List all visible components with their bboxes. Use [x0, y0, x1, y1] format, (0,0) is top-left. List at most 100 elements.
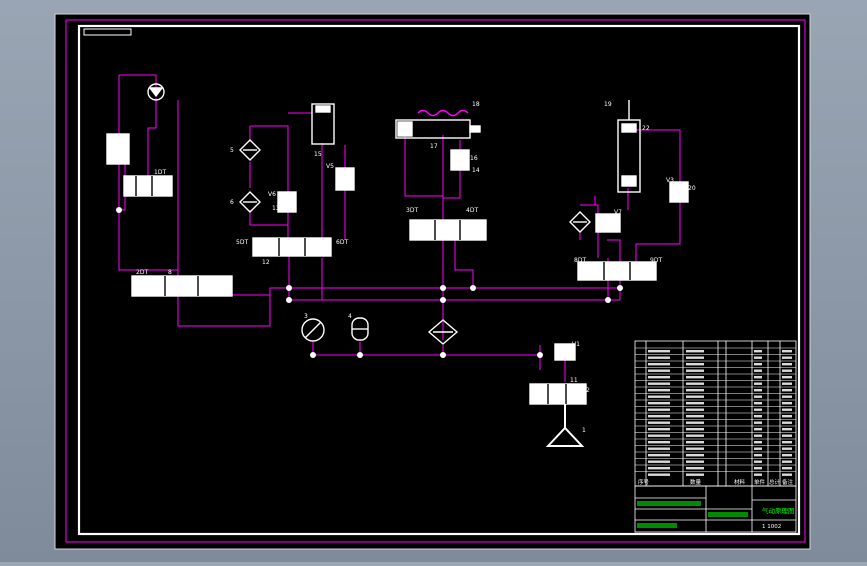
- parts-row-mark: [686, 467, 704, 470]
- valve-v7: [595, 213, 621, 233]
- parts-row-mark: [754, 434, 762, 437]
- label-2dt: 2DT: [136, 269, 148, 276]
- label-1: 1: [582, 427, 586, 434]
- parts-row-mark: [782, 421, 792, 424]
- parts-row-mark: [782, 408, 792, 411]
- label-6: 6: [230, 199, 234, 206]
- parts-row-mark: [686, 454, 704, 457]
- parts-row-mark: [648, 467, 670, 470]
- parts-row-mark: [648, 454, 670, 457]
- label-v5: V5: [326, 163, 334, 170]
- parts-row-mark: [782, 447, 792, 450]
- pressure-gauge: [301, 318, 325, 342]
- parts-row-mark: [686, 402, 704, 405]
- outer-frame: [65, 19, 806, 543]
- junctions: [116, 207, 623, 358]
- top-left-tag: [83, 28, 132, 36]
- label-v3: V3: [666, 177, 674, 184]
- parts-row-mark: [648, 428, 670, 431]
- label-15: 15: [314, 151, 322, 158]
- label-13: 13: [272, 205, 280, 212]
- label-3dt: 3DT: [406, 207, 418, 214]
- parts-row-mark: [754, 408, 762, 411]
- label-1dt: 1DT: [154, 169, 166, 176]
- label-16: 16: [470, 155, 478, 162]
- component-labels: V5 V6 13 5 6 15 12 5DT 6DT 18 17 16 14 4…: [136, 101, 696, 434]
- parts-row-mark: [754, 356, 762, 359]
- col-qty: 数量: [690, 478, 702, 486]
- valve-13: [277, 191, 297, 213]
- parts-row-mark: [754, 395, 762, 398]
- parts-row-mark: [754, 350, 762, 353]
- parts-row-mark: [648, 415, 670, 418]
- label-8: 8: [168, 269, 172, 276]
- parts-row-mark: [754, 376, 762, 379]
- label-20: 20: [688, 185, 696, 192]
- title-block-text: 序号 数量 材料 单件 总计 备注 气动原理图 1 1002: [637, 478, 795, 530]
- label-v6: V6: [268, 191, 276, 198]
- parts-row-mark: [686, 415, 704, 418]
- parts-row-mark: [686, 350, 704, 353]
- parts-row-mark: [754, 363, 762, 366]
- label-8dt: 8DT: [574, 257, 586, 264]
- parts-row-mark: [754, 454, 762, 457]
- directional-valve-12: [252, 237, 332, 257]
- parts-row-mark: [754, 441, 762, 444]
- parts-row-mark: [648, 376, 670, 379]
- parts-row-mark: [782, 350, 792, 353]
- air-source-1: [545, 404, 585, 447]
- parts-row-mark: [754, 428, 762, 431]
- label-9dt: 9DT: [650, 257, 662, 264]
- col-seq: 序号: [638, 478, 650, 486]
- cylinder-15: [311, 103, 335, 145]
- parts-row-mark: [782, 402, 792, 405]
- parts-row-mark: [782, 460, 792, 463]
- parts-row-mark: [648, 350, 670, 353]
- parts-row-mark: [754, 389, 762, 392]
- parts-row-mark: [648, 441, 670, 444]
- parts-row-mark: [686, 408, 704, 411]
- parts-row-mark: [782, 434, 792, 437]
- parts-row-mark: [782, 441, 792, 444]
- label-22: 22: [642, 125, 650, 132]
- parts-row-mark: [782, 376, 792, 379]
- parts-row-mark: [648, 473, 670, 476]
- components: [106, 83, 689, 447]
- pump-symbol: [147, 83, 165, 101]
- label-2: 2: [586, 387, 590, 394]
- parts-row-mark: [686, 447, 704, 450]
- label-11: 11: [570, 377, 578, 384]
- parts-row-mark: [754, 447, 762, 450]
- parts-row-mark: [782, 363, 792, 366]
- parts-row-mark: [648, 356, 670, 359]
- label-18: 18: [472, 101, 480, 108]
- filter-6: [239, 191, 261, 213]
- parts-row-mark: [782, 369, 792, 372]
- directional-valve-right: [577, 261, 657, 281]
- valve-14: [450, 149, 470, 171]
- parts-row-mark: [754, 369, 762, 372]
- label-4dt: 4DT: [466, 207, 478, 214]
- parts-row-mark: [648, 382, 670, 385]
- col-total: 总计: [769, 478, 781, 486]
- parts-row-mark: [686, 473, 704, 476]
- col-material: 材料: [734, 478, 746, 486]
- parts-list-text: [648, 350, 792, 476]
- parts-row-mark: [648, 421, 670, 424]
- label-v7: V7: [614, 209, 622, 216]
- parts-row-mark: [754, 460, 762, 463]
- label-19: 19: [604, 101, 612, 108]
- directional-valve-left: [131, 275, 233, 297]
- parts-row-mark: [648, 395, 670, 398]
- drawing-name: 气动原理图: [762, 506, 795, 515]
- label-4: 4: [348, 313, 352, 320]
- parts-row-mark: [648, 369, 670, 372]
- label-17: 17: [430, 143, 438, 150]
- label-v4: 14: [472, 167, 480, 174]
- parts-row-mark: [686, 428, 704, 431]
- parts-row-mark: [686, 441, 704, 444]
- label-12: 12: [262, 259, 270, 266]
- parts-row-mark: [754, 415, 762, 418]
- filter-5: [239, 139, 261, 161]
